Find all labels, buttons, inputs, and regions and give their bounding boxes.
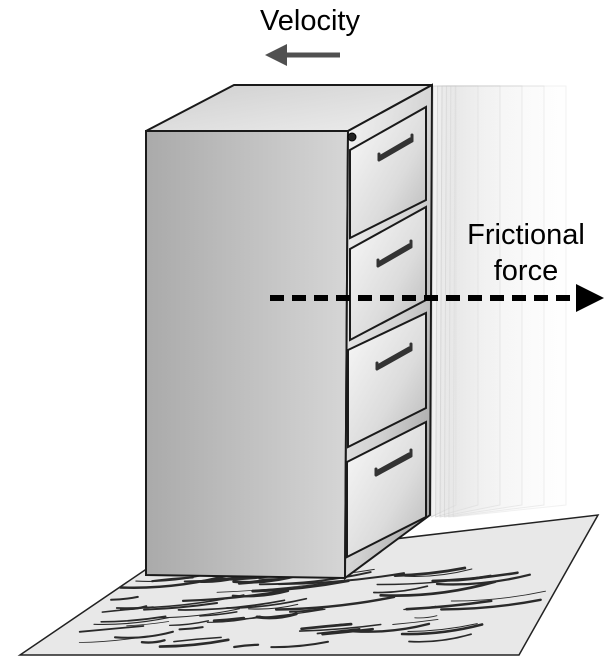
floor-grain-stroke	[435, 573, 531, 586]
floor-grain-stroke	[158, 638, 230, 648]
floor-grain-stroke	[154, 608, 240, 619]
filing-cabinet	[145, 83, 434, 580]
floor-grain-stroke	[248, 603, 299, 610]
floor-grain-stroke	[400, 623, 484, 636]
floor-grain-stroke	[393, 566, 467, 578]
cabinet-side	[145, 130, 350, 580]
floor-grain-stroke	[316, 628, 361, 635]
floor-grain-stroke	[143, 602, 219, 611]
floor-grain-stroke	[251, 579, 350, 593]
floor-grain-stroke	[140, 639, 166, 644]
floor-grain-stroke	[78, 625, 145, 633]
floor-grain-stroke	[270, 640, 330, 649]
friction-label-line2: force	[494, 255, 558, 287]
motion-ghost-panel	[452, 85, 567, 518]
drawer-2	[349, 205, 427, 342]
floor-grain-stroke	[440, 598, 542, 611]
floor-grain-stroke	[126, 621, 170, 627]
floor-grain-stroke	[231, 589, 290, 598]
floor	[17, 514, 600, 656]
floor-grain-stroke	[450, 590, 546, 602]
floor-grain-stroke	[288, 607, 324, 613]
floor-grain-stroke	[404, 568, 473, 577]
friction-label-line1: Frictional	[467, 219, 585, 251]
drawer-4	[346, 420, 427, 559]
drawer-handle-icon	[375, 342, 413, 371]
floor-grain-stroke	[119, 572, 235, 589]
floor-grain-stroke	[173, 636, 222, 643]
floor-grain-stroke	[178, 626, 204, 631]
floor-grain-stroke	[78, 636, 145, 643]
floor-grain-stroke	[151, 576, 194, 583]
floor-grain-stroke	[168, 620, 210, 627]
floor-grain-stroke	[216, 582, 325, 593]
floor-grain-stroke	[110, 595, 139, 601]
floor-grain-stroke	[407, 623, 478, 632]
floor-grain-stroke	[233, 643, 260, 649]
floor-grain-stroke	[403, 605, 437, 611]
floor-grain-stroke	[177, 599, 286, 611]
velocity-label: Velocity	[260, 5, 360, 37]
floor-grain-stroke	[298, 623, 382, 632]
floor-grain-stroke	[237, 579, 272, 585]
friction-arrow	[270, 284, 604, 312]
floor-grain-stroke	[181, 589, 285, 602]
velocity-arrow	[265, 44, 340, 66]
floor-grain-stroke	[414, 615, 438, 619]
floor-grain-stroke	[379, 580, 497, 597]
lock-icon	[347, 132, 357, 142]
floor-grain-stroke	[199, 611, 238, 617]
drawer-handle-icon	[377, 133, 414, 162]
floor-grain-stroke	[408, 633, 472, 643]
floor-grain-stroke	[321, 627, 374, 636]
floor-grain-stroke	[206, 615, 261, 623]
floor-grain-stroke	[372, 585, 429, 594]
floor-grain-stroke	[376, 574, 492, 586]
drawer-handle-icon	[374, 448, 413, 477]
floor-grain-stroke	[212, 616, 246, 623]
floor-grain-stroke	[93, 617, 170, 625]
floor-grain-stroke	[329, 623, 353, 627]
floor-grain-stroke	[392, 618, 439, 625]
drawer-1	[349, 105, 427, 240]
drawer-handle-icon	[376, 239, 413, 268]
floor-grain-stroke	[258, 571, 372, 586]
motion-blur-ghosts	[430, 85, 567, 518]
drawer-3	[347, 311, 427, 449]
floor-grain-stroke	[274, 595, 396, 611]
